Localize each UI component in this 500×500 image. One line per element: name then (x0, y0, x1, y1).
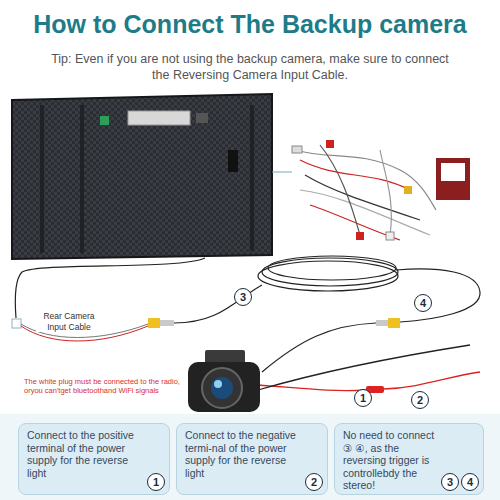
camera-glass (211, 377, 233, 399)
rca-tip (160, 320, 174, 326)
instruction-text: No need to connect ③ ④, as the reversing… (343, 429, 437, 492)
extension-cable (396, 269, 480, 322)
camera-body (188, 362, 260, 412)
red-wire (384, 372, 480, 389)
fuse-box-window (441, 163, 465, 181)
green-socket (100, 116, 109, 125)
callout-number-text: 2 (311, 477, 317, 488)
plug (326, 140, 334, 148)
fuse-box (436, 158, 470, 200)
slot (228, 150, 238, 172)
camera-bracket (205, 350, 245, 364)
rca-plug (148, 318, 160, 328)
rib (40, 105, 44, 253)
callout-number-text: 1 (153, 477, 159, 488)
callout-number-text: 2 (417, 395, 423, 406)
tip-note: Tip: Even if you are not using the backu… (45, 52, 455, 83)
callout-number-text: 3 (447, 477, 453, 488)
bottom-band (0, 414, 500, 500)
callout-number: 2 (305, 473, 323, 491)
callout-number-text: 4 (467, 477, 473, 488)
plug (404, 186, 412, 194)
rca-plug (388, 318, 400, 328)
page-title: How to Connect The Backup camera (0, 10, 500, 39)
callout-number: 1 (147, 473, 165, 491)
head-unit (12, 94, 272, 259)
black-wire (258, 345, 470, 390)
callout-number-text: 4 (420, 298, 426, 309)
warning-note: The white plug must be connected to the … (24, 377, 184, 396)
callout-number: 3 (441, 473, 459, 491)
instruction-box: No need to connect ③ ④, as the reversing… (334, 423, 484, 495)
rib (80, 105, 84, 253)
rca-tip (376, 320, 388, 326)
callout-number: 4 (461, 473, 479, 491)
camera-lens (202, 368, 242, 408)
plug (386, 232, 394, 240)
video-cable (15, 258, 205, 318)
harness-socket (128, 111, 190, 125)
instruction-text: Connect to the positive terminal of the … (27, 429, 143, 479)
callout-number: 3 (234, 288, 252, 306)
rib (250, 105, 254, 251)
instruction-box: Connect to the negative termi-nal of the… (176, 423, 328, 495)
cable-coil (258, 261, 398, 291)
callout-number-text: 3 (240, 292, 246, 303)
part-label: Rear Camera Input Cable (36, 311, 102, 332)
extension-cable (174, 285, 262, 323)
callout-number-text: 1 (360, 393, 366, 404)
lens-highlight (214, 380, 222, 388)
plug (356, 232, 364, 240)
plug (292, 146, 302, 153)
callout-number: 2 (411, 391, 429, 409)
instruction-box: Connect to the positive terminal of the … (18, 423, 170, 495)
input-plug (12, 319, 21, 328)
callout-number: 4 (414, 294, 432, 312)
link-line (272, 172, 292, 173)
cable-coil (268, 256, 396, 280)
socket (196, 113, 208, 123)
callout-number: 1 (354, 389, 372, 407)
wire-harness (295, 145, 436, 240)
cable-coil (262, 258, 398, 286)
instruction-text: Connect to the negative termi-nal of the… (185, 429, 301, 479)
